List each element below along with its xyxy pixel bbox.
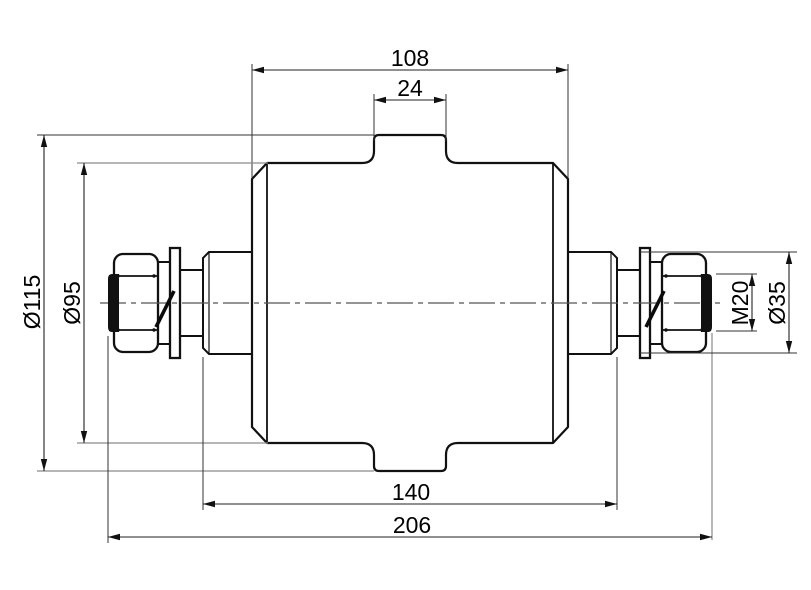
dim-flange-diameter: Ø115 [19, 134, 374, 472]
right-thread-slash [644, 290, 666, 328]
dim-axle-diameter: Ø35 [640, 251, 797, 354]
left-thread-slash [154, 290, 176, 328]
dim-tread-diameter-label: Ø95 [59, 281, 85, 324]
dim-thread-size: M20 [716, 273, 757, 332]
dim-overall-length-label: 206 [393, 512, 431, 538]
dim-axle-mount-length-label: 140 [392, 479, 430, 505]
dim-axle-mount-length: 140 [202, 357, 618, 510]
dim-flange-diameter-label: Ø115 [19, 275, 45, 330]
dim-tread-diameter: Ø95 [59, 162, 268, 444]
dim-axle-diameter-label: Ø35 [764, 281, 790, 324]
dim-overall-length: 206 [107, 333, 713, 543]
dim-flange-width: 24 [373, 75, 447, 141]
left-thread-end [108, 274, 119, 332]
dim-flange-width-label: 24 [397, 75, 423, 101]
dim-thread-size-label: M20 [727, 281, 753, 326]
dim-tread-face-width: 108 [251, 45, 569, 178]
dim-tread-face-width-label: 108 [391, 45, 429, 71]
right-thread-end [701, 274, 712, 332]
